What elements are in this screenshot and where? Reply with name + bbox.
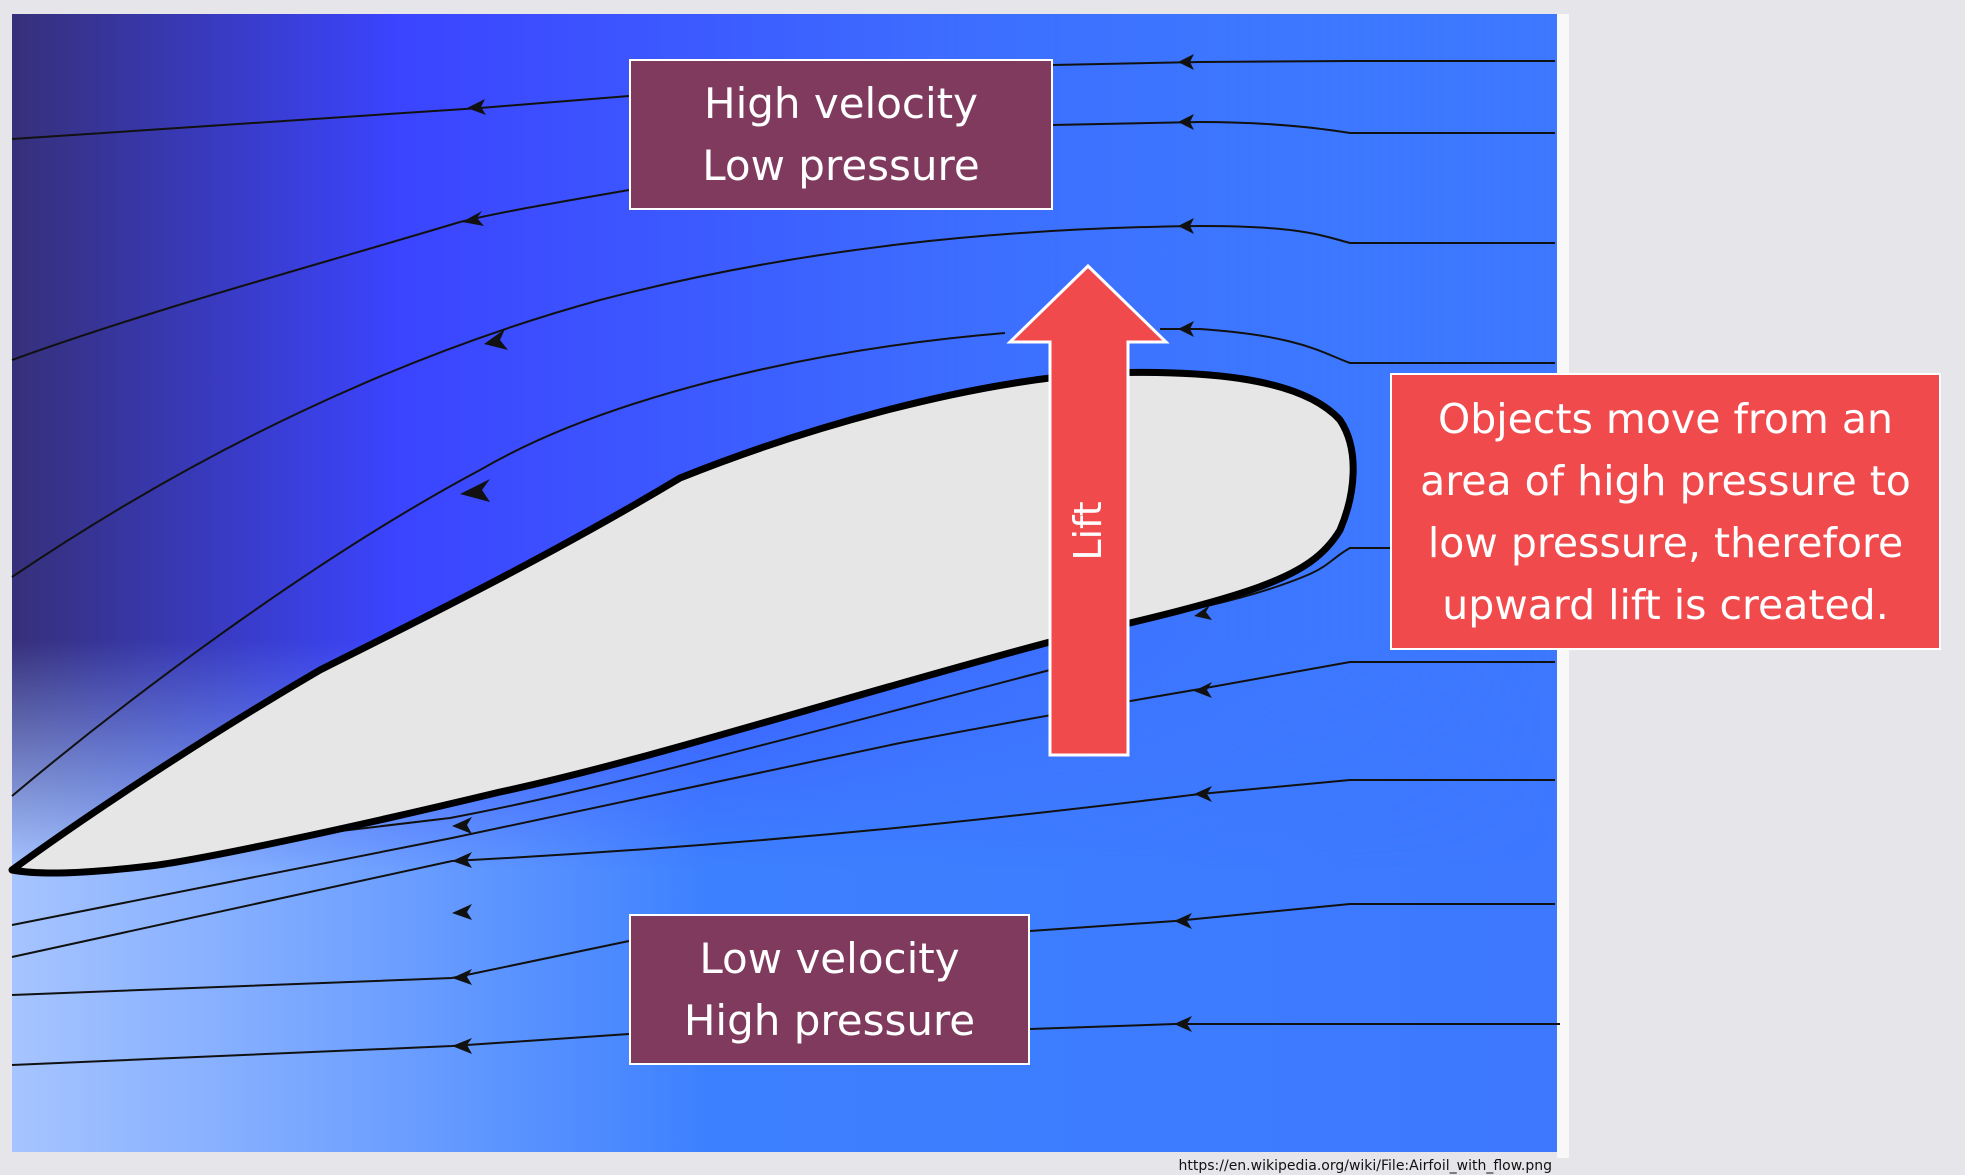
arrowhead-left-icon	[1178, 218, 1194, 234]
arrowhead-left-icon	[1178, 321, 1194, 337]
explanation-box: Objects move from an area of high pressu…	[1390, 373, 1941, 650]
low-velocity-label-box: Low velocity High pressure	[629, 914, 1030, 1065]
arrowhead-left-icon	[462, 211, 484, 226]
arrowhead-left-icon	[1178, 54, 1194, 70]
streamline	[11, 224, 1555, 578]
arrowhead-left-icon	[452, 1038, 472, 1054]
streamline	[1051, 60, 1555, 66]
up-arrow-icon	[1006, 263, 1170, 757]
explanation-line: Objects move from an	[1437, 394, 1894, 443]
streamline	[11, 669, 1051, 871]
arrowhead-left-icon	[1194, 682, 1212, 698]
source-url: https://en.wikipedia.org/wiki/File:Airfo…	[1178, 1158, 1552, 1174]
low-velocity-label: Low velocity	[699, 933, 960, 983]
streamline	[1051, 120, 1555, 134]
streamline	[1029, 903, 1555, 932]
arrowhead-left-icon	[1174, 1016, 1192, 1032]
arrowhead-left-icon	[484, 329, 508, 350]
lift-label: Lift	[1066, 501, 1110, 561]
arrowhead-left-icon	[467, 99, 486, 115]
arrowhead-left-icon	[452, 852, 472, 868]
arrowhead-left-icon	[1194, 786, 1212, 802]
explanation-line: upward lift is created.	[1442, 580, 1889, 629]
streamline	[11, 189, 630, 361]
arrowhead-left-icon	[452, 969, 472, 985]
high-pressure-label: High pressure	[683, 995, 976, 1045]
airfoil	[8, 368, 1357, 877]
streamline	[1160, 328, 1555, 364]
explanation-line: low pressure, therefore	[1427, 518, 1904, 567]
arrowhead-left-icon	[1194, 605, 1212, 620]
streamline	[11, 779, 1555, 958]
arrowhead-left-icon	[452, 904, 472, 920]
streamline-arrowheads	[452, 54, 1212, 1054]
high-velocity-label-box: High velocity Low pressure	[629, 59, 1053, 210]
arrowhead-left-icon	[452, 817, 472, 834]
streamline	[11, 332, 1006, 797]
explanation-line: area of high pressure to	[1420, 456, 1911, 505]
arrowhead-left-icon	[1174, 913, 1192, 929]
arrowhead-left-icon	[460, 479, 490, 502]
arrowhead-left-icon	[1178, 114, 1194, 130]
high-velocity-label: High velocity	[703, 78, 979, 128]
low-pressure-label: Low pressure	[702, 140, 980, 190]
